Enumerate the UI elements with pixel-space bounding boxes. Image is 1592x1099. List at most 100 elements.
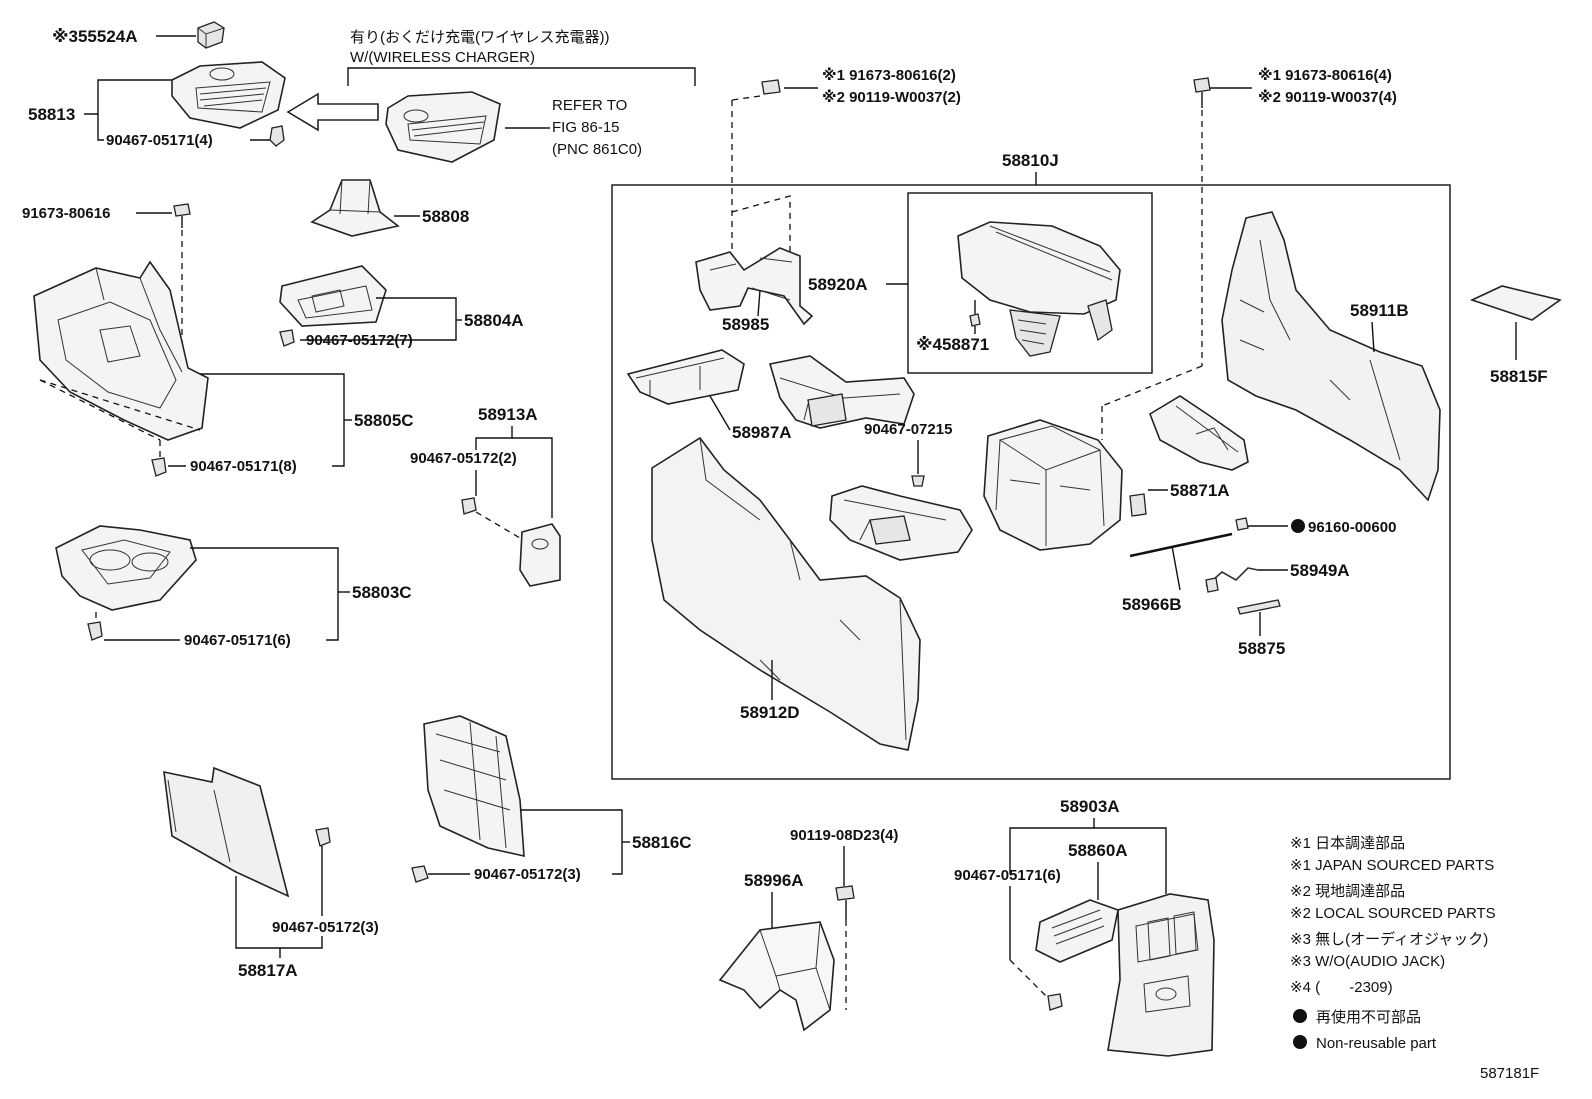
bolt-58996a-shape [835, 885, 855, 901]
part-58805c-label: 58805C [354, 411, 414, 430]
refer-line-2: FIG 86-15 [552, 119, 620, 136]
part-58803c-shape [55, 525, 197, 611]
part-58804a-clip-label: 90467-05172(7) [306, 332, 413, 349]
legend-dot-1 [1293, 1009, 1307, 1023]
leader-58985 [757, 289, 761, 317]
clip-58817a-shape [315, 827, 331, 847]
part-58813-clip-label: 90467-05171(4) [106, 132, 213, 149]
leader-58803c-b [326, 590, 339, 641]
leader-58803c [190, 547, 339, 590]
part-58815f-shape [1469, 285, 1562, 321]
leader-58816c-b [612, 842, 623, 875]
part-58920a-label: 58920A [808, 275, 868, 294]
figure-id: 587181F [1480, 1065, 1539, 1082]
part-58903a-label: 58903A [1060, 797, 1120, 816]
legend-n3-jp: ※3 無し(オーディオジャック) [1290, 930, 1488, 948]
dash-58805c-b [39, 379, 161, 441]
screw-58871-shape [969, 313, 981, 327]
part-58920a-shape [957, 221, 1121, 357]
part-90467-07215-label: 90467-07215 [864, 421, 952, 438]
part-58810j-label: 58810J [1002, 151, 1059, 170]
clip-58803c-shape [87, 621, 103, 641]
leader-58913a-b [512, 437, 553, 518]
leader-58813-b [97, 114, 104, 141]
part-58903a-clip-label: 90467-05171(6) [954, 867, 1061, 884]
wireless-panel-shape [385, 91, 501, 163]
dash-58913a [475, 511, 521, 539]
leader-58966b [1171, 545, 1181, 591]
dash-58903a [1009, 959, 1051, 1001]
part-58815f-label: 58815F [1490, 367, 1548, 386]
part-58911b-label: 58911B [1350, 301, 1409, 320]
lower-duct-shape [829, 485, 973, 561]
leader-58805c-b [332, 420, 345, 467]
part-58816c-shape [423, 715, 525, 858]
dash-58805c-a [39, 379, 201, 431]
legend-n2-en: ※2 LOCAL SOURCED PARTS [1290, 905, 1496, 922]
part-58903a-shape [1107, 893, 1215, 1057]
armrest-inner-box [907, 192, 1153, 374]
dash-bolt-a-c [731, 195, 791, 256]
part-58987a-label: 58987A [732, 423, 792, 442]
legend-dot-jp: 再使用不可部品 [1316, 1009, 1421, 1026]
part-58817a-shape [163, 766, 290, 898]
bolt-b-line-1: ※1 91673-80616(4) [1258, 66, 1392, 84]
part-58805c-clip-label: 90467-05171(8) [190, 458, 297, 475]
bolt-b-shape [1193, 77, 1211, 93]
part-58996a-shape [718, 921, 835, 1032]
part-58996a-bolt-label: 90119-08D23(4) [790, 827, 898, 844]
replacement-arrow [286, 92, 379, 132]
clip-58804a-shape [279, 329, 295, 347]
refer-line-1: REFER TO [552, 97, 627, 114]
part-58913a-label: 58913A [478, 405, 538, 424]
dash-bolt-a [731, 95, 761, 101]
leader-58816c [520, 809, 623, 842]
wireless-bracket [347, 67, 696, 86]
leader-58813 [84, 79, 172, 115]
clip-58816c-shape [411, 865, 429, 883]
leader-58913a [475, 426, 513, 450]
part-58813-label: 58813 [28, 105, 75, 124]
leader-58804a-b [300, 320, 457, 341]
assembly-58810j-box [611, 184, 1451, 780]
leader-58911b [1371, 321, 1375, 353]
part-55524a-label: ※355524A [52, 27, 138, 46]
part-58913a-shape [519, 523, 561, 587]
part-58912d-shape [651, 436, 921, 751]
part-58871a-shape [1129, 493, 1147, 517]
part-58871a-label: 58871A [1170, 481, 1230, 500]
part-58949a-label: 58949A [1290, 561, 1350, 580]
part-58987a-shape [626, 349, 915, 429]
part-58817a-label: 58817A [238, 961, 298, 980]
part-58966b-label: 58966B [1122, 595, 1182, 614]
leader-58987a [709, 395, 731, 431]
part-58860a-shape [1035, 899, 1119, 963]
part-96160-label: 96160-00600 [1308, 519, 1396, 536]
legend-dot-en: Non-reusable part [1316, 1035, 1437, 1052]
part-58871-label: ※458871 [916, 335, 989, 354]
part-58875-shape [1237, 599, 1281, 615]
legend-n1-en: ※1 JAPAN SOURCED PARTS [1290, 857, 1494, 874]
part-58803c-label: 58803C [352, 583, 412, 602]
part-58860a-label: 58860A [1068, 841, 1128, 860]
leader-58805c [200, 373, 345, 420]
part-91673-left-label: 91673-80616 [22, 205, 110, 222]
part-58817a-clip-label: 90467-05172(3) [272, 919, 379, 936]
part-58808-shape [310, 179, 400, 237]
legend-n1-jp: ※1 日本調達部品 [1290, 835, 1405, 852]
part-58808-label: 58808 [422, 207, 469, 226]
rear-duct-shape [1149, 395, 1249, 471]
part-58816c-label: 58816C [632, 833, 692, 852]
refer-line-3: (PNC 861C0) [552, 141, 642, 158]
part-58996a-label: 58996A [744, 871, 804, 890]
bolt-b-line-2: ※2 90119-W0037(4) [1258, 88, 1397, 106]
legend-n2-jp: ※2 現地調達部品 [1290, 883, 1405, 900]
wireless-note-jp: 有り(おくだけ充電(ワイヤレス充電器)) [350, 29, 610, 46]
clip-90467-07215-shape [911, 475, 925, 487]
part-58911b-shape [1221, 211, 1441, 502]
leader-58903a [1009, 818, 1095, 874]
part-58912d-label: 58912D [740, 703, 800, 722]
bolt-a-shape [761, 79, 781, 95]
leader-58817a [235, 876, 323, 949]
